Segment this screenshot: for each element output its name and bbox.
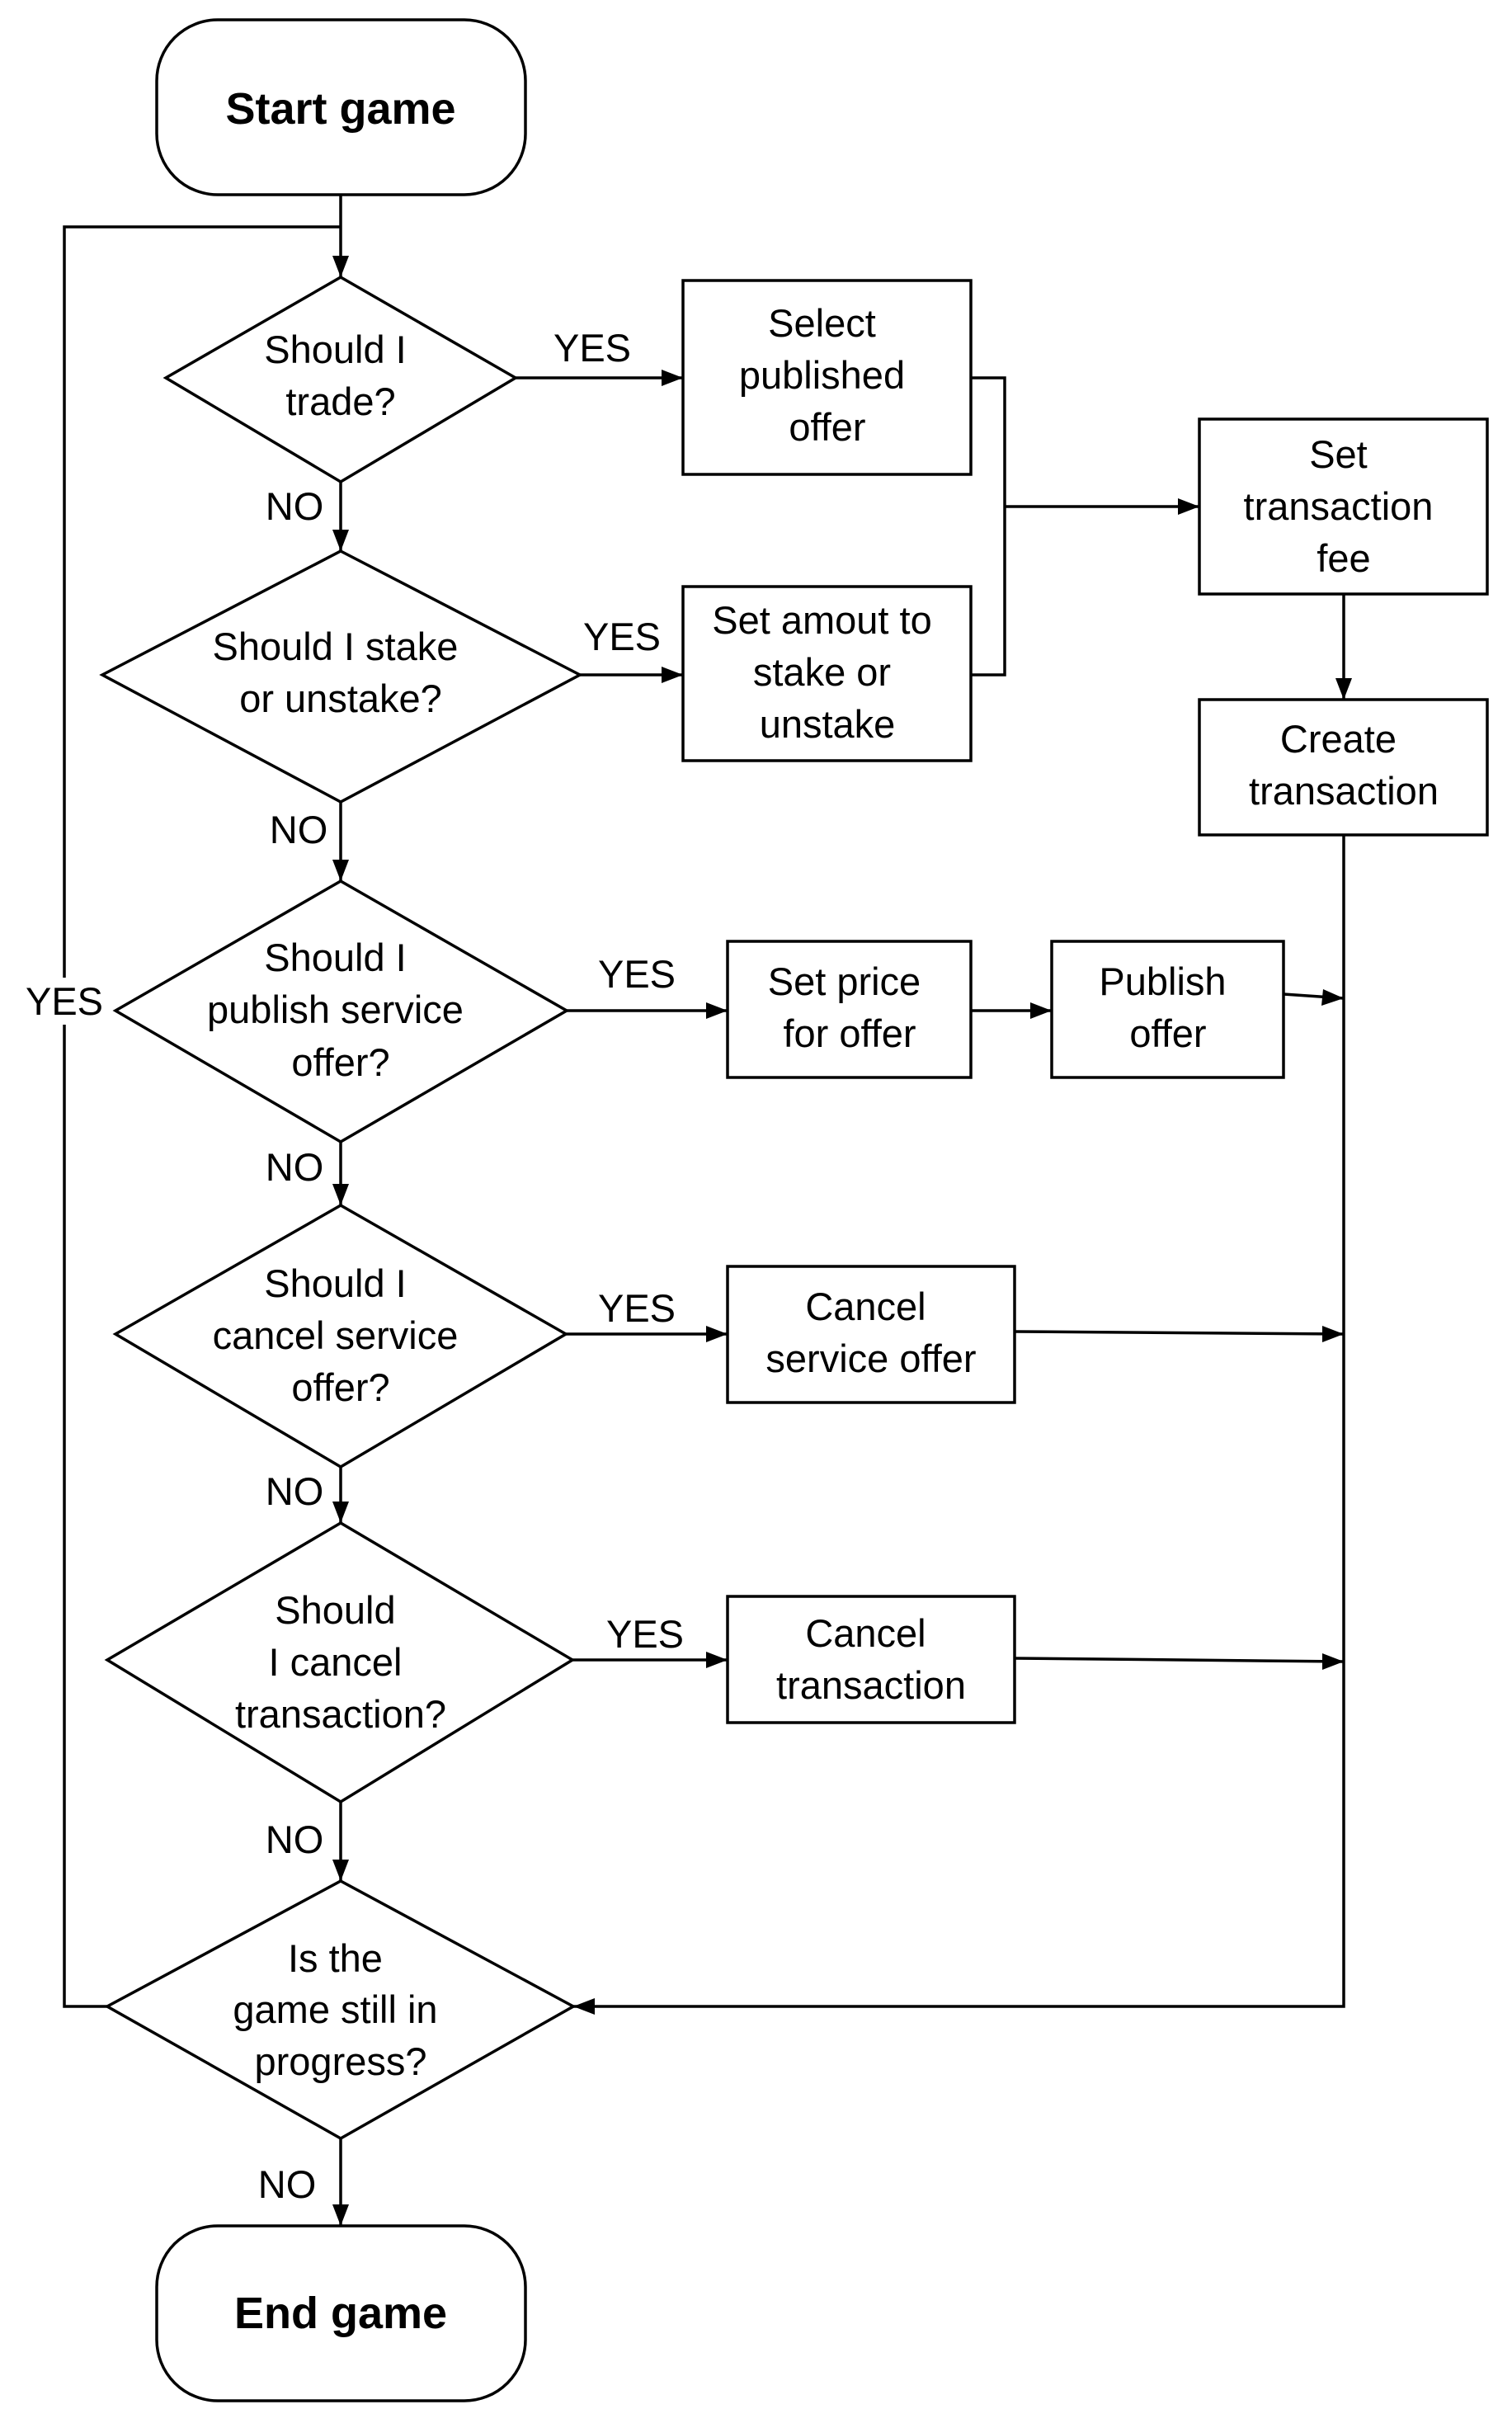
process-set-amount-label: Set amout to stake or unstake [712, 598, 943, 746]
arrowhead-cancel-offer-to-bus [1322, 1326, 1344, 1342]
process-set-amount: Set amout to stake or unstake [681, 585, 973, 762]
process-publish-offer: Publish offer [1050, 940, 1285, 1079]
decision-in-progress-label: Is the game still in progress? [233, 1936, 448, 2083]
arrowhead-into-cancel-offer-box [706, 1326, 728, 1342]
decision-publish: Should I publish service offer? [112, 879, 570, 1144]
decision-cancel-offer: Should I cancel service offer? [112, 1203, 569, 1469]
process-set-price: Set price for offer [726, 940, 973, 1079]
process-publish-offer-label: Publish offer [1099, 959, 1236, 1055]
arrowhead-into-set-amount [662, 667, 683, 683]
arrowhead-into-stake [332, 530, 349, 551]
process-cancel-service-offer: Cancel service offer [726, 1265, 1016, 1404]
process-cancel-service-offer-label: Cancel service offer [765, 1285, 976, 1380]
process-cancel-transaction: Cancel transaction [726, 1595, 1016, 1724]
decision-trade: Should I trade? [163, 275, 519, 484]
edge-label-progress-no: NO [258, 2162, 317, 2206]
decision-cancel-transaction: Should I cancel transaction? [104, 1520, 576, 1804]
edge-label-stake-yes: YES [583, 615, 661, 658]
arrowhead-into-progress [332, 1860, 349, 1881]
decision-cancel-offer-label: Should I cancel service offer? [213, 1261, 469, 1409]
edge-label-trade-no: NO [266, 484, 324, 528]
connectors [63, 195, 1345, 2226]
arrowhead-into-set-price [706, 1002, 728, 1019]
edge-label-cancel-offer-no: NO [266, 1469, 324, 1513]
arrowhead-publish-to-bus [1321, 989, 1344, 1006]
start-terminal: Start game [155, 18, 527, 196]
decision-publish-label: Should I publish service offer? [207, 936, 474, 1084]
edge-label-cancel-tx-no: NO [266, 1817, 324, 1861]
process-select-offer-label: Select published offer [739, 301, 916, 449]
arrowhead-into-cancel-offer [332, 1184, 349, 1205]
process-set-price-label: Set price for offer [768, 959, 932, 1055]
connector-cancel-offer-to-bus [1014, 1330, 1345, 1336]
edge-label-progress-yes: YES [26, 979, 103, 1023]
edge-label-cancel-tx-yes: YES [606, 1612, 684, 1656]
end-label: End game [234, 2289, 447, 2338]
edge-label-publish-no: NO [266, 1145, 324, 1189]
arrowhead-bus-into-progress [573, 1998, 595, 2015]
decision-stake: Should I stake or unstake? [99, 549, 583, 804]
edge-label-progress-yes-background [21, 978, 107, 1025]
arrowhead-into-cancel-tx-box [706, 1652, 728, 1668]
process-cancel-transaction-label: Cancel transaction [776, 1611, 966, 1707]
edge-label-stake-no: NO [270, 808, 328, 851]
decision-stake-label: Should I stake or unstake? [213, 625, 469, 720]
connector-progress-yes-loop [63, 225, 341, 2008]
connector-create-to-progress [573, 835, 1345, 2008]
arrowhead-into-publish [332, 860, 349, 881]
edge-label-publish-yes: YES [598, 952, 676, 996]
arrowhead-into-select-offer [662, 370, 683, 386]
connector-cancel-tx-to-bus [1014, 1657, 1345, 1663]
arrowhead-into-cancel-tx [332, 1502, 349, 1523]
decision-in-progress: Is the game still in progress? [104, 1879, 577, 2141]
process-create-transaction: Create transaction [1198, 698, 1489, 837]
arrowhead-into-end [332, 2204, 349, 2226]
arrowhead-cancel-tx-to-bus [1322, 1653, 1344, 1670]
edge-labels: YES NO YES NO YES NO YES NO YES NO YES N… [21, 326, 684, 2206]
process-set-fee-label: Set transaction fee [1244, 432, 1444, 580]
arrowhead-into-publish-offer [1030, 1002, 1052, 1019]
process-set-fee: Set transaction fee [1198, 417, 1489, 596]
decision-cancel-transaction-label: Should I cancel transaction? [235, 1588, 446, 1736]
arrowhead-into-trade [332, 256, 349, 277]
end-terminal: End game [155, 2224, 527, 2402]
edge-label-cancel-offer-yes: YES [598, 1286, 676, 1330]
process-create-transaction-label: Create transaction [1249, 717, 1439, 813]
process-select-offer: Select published offer [681, 279, 973, 476]
start-label: Start game [225, 84, 455, 134]
arrowhead-into-create [1335, 678, 1352, 700]
connector-select-offer-out [971, 376, 1006, 677]
edge-label-trade-yes: YES [553, 326, 631, 370]
arrowhead-into-fee [1178, 498, 1199, 515]
decision-trade-label: Should I trade? [264, 328, 417, 423]
arrowheads [332, 256, 1352, 2226]
